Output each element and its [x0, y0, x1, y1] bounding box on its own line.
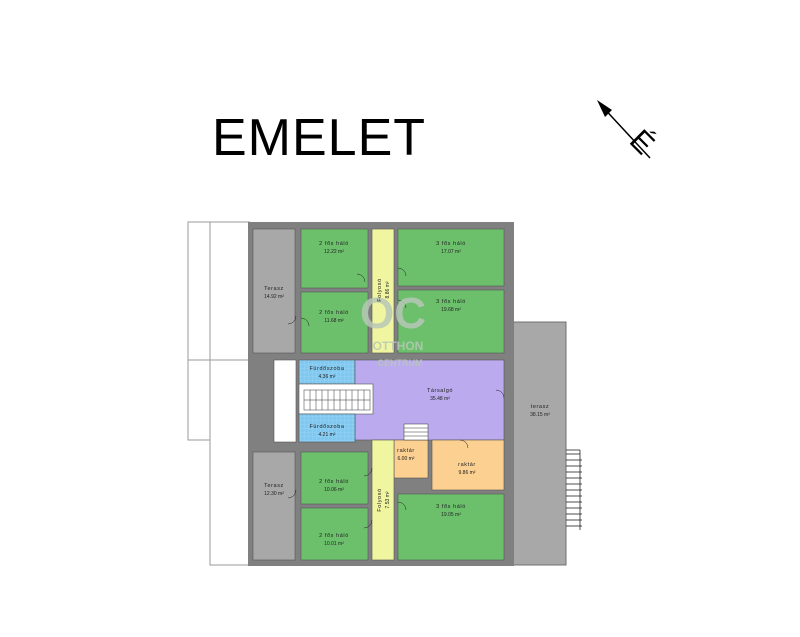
room-area: 9.86 m² [459, 470, 476, 476]
room-area: 19.68 m² [441, 307, 461, 313]
watermark-monogram: OC [360, 289, 426, 338]
compass-letter: É [623, 124, 660, 161]
room-labels: Terasz 14.92 m² 2 fős háló 12.22 m² Foly… [264, 241, 550, 547]
room-label: 2 fős háló [319, 310, 349, 316]
room-area: 19.05 m² [441, 512, 461, 518]
room-bedroom-2-lower [300, 451, 369, 505]
room-label: terasz [531, 404, 550, 410]
room-storage-large [431, 439, 505, 491]
room-area: 14.92 m² [264, 294, 284, 300]
stairwell-left [273, 359, 297, 443]
room-label: 3 fős háló [436, 299, 466, 305]
floor-title: EMELET [212, 109, 427, 167]
room-area: 11.68 m² [324, 318, 344, 324]
room-bedroom-2-top [300, 228, 369, 289]
room-corridor-top [371, 228, 395, 354]
room-label: 2 fős háló [319, 479, 349, 485]
room-bedroom-2-bottom [300, 507, 369, 561]
doors [287, 267, 505, 529]
room-area: 35.48 m² [430, 396, 450, 402]
watermark-line1: OTTHON [373, 339, 424, 353]
room-label: 2 fős háló [319, 533, 349, 539]
room-bathroom-top [298, 359, 356, 385]
stair-landing [298, 383, 374, 415]
room-label: Folyosó [377, 278, 383, 301]
room-area: 6.00 m² [398, 456, 415, 462]
room-terrace-top [252, 228, 296, 354]
room-bedroom-2-mid [300, 291, 369, 354]
room-label: Fürdőszoba [309, 424, 344, 430]
room-fills [252, 228, 505, 561]
room-area: 10.01 m² [324, 541, 344, 547]
room-terrace-bottom [252, 451, 296, 561]
neighbor-building-outline [187, 221, 250, 566]
watermark-line2: CENTRUM [378, 358, 423, 368]
room-label: Fürdőszoba [309, 366, 344, 372]
room-label: Terasz [264, 483, 284, 489]
room-area: 12.22 m² [324, 249, 344, 255]
room-area: 10.06 m² [324, 487, 344, 493]
room-label: 2 fős háló [319, 241, 349, 247]
room-bedroom-3-bottom [397, 493, 505, 561]
room-area: 38.15 m² [530, 412, 550, 418]
room-area: 4.36 m² [319, 374, 336, 380]
room-bedroom-3-top [397, 228, 505, 287]
north-arrow-icon: É [597, 100, 661, 161]
room-area: 8.86 m² [385, 281, 391, 298]
room-area: 12.30 m² [264, 491, 284, 497]
room-label: Társalgó [427, 388, 453, 394]
stairs [303, 389, 429, 441]
room-area: 17.07 m² [441, 249, 461, 255]
room-label: 3 fős háló [436, 504, 466, 510]
east-terrace [507, 321, 582, 566]
room-label: raktár [397, 448, 415, 454]
room-label: 3 fős háló [436, 241, 466, 247]
room-storage-small [393, 439, 429, 479]
room-bedroom-3-mid [397, 289, 505, 354]
room-corridor-bottom [371, 439, 395, 561]
room-bathroom-bottom [298, 413, 356, 443]
room-label: Terasz [264, 286, 284, 292]
room-label: raktár [458, 462, 476, 468]
room-label: Folyosó [377, 488, 383, 511]
room-area: 7.53 m² [385, 491, 391, 508]
room-area: 4.21 m² [319, 432, 336, 438]
watermark-logo: OC OTTHON CENTRUM [360, 289, 426, 368]
